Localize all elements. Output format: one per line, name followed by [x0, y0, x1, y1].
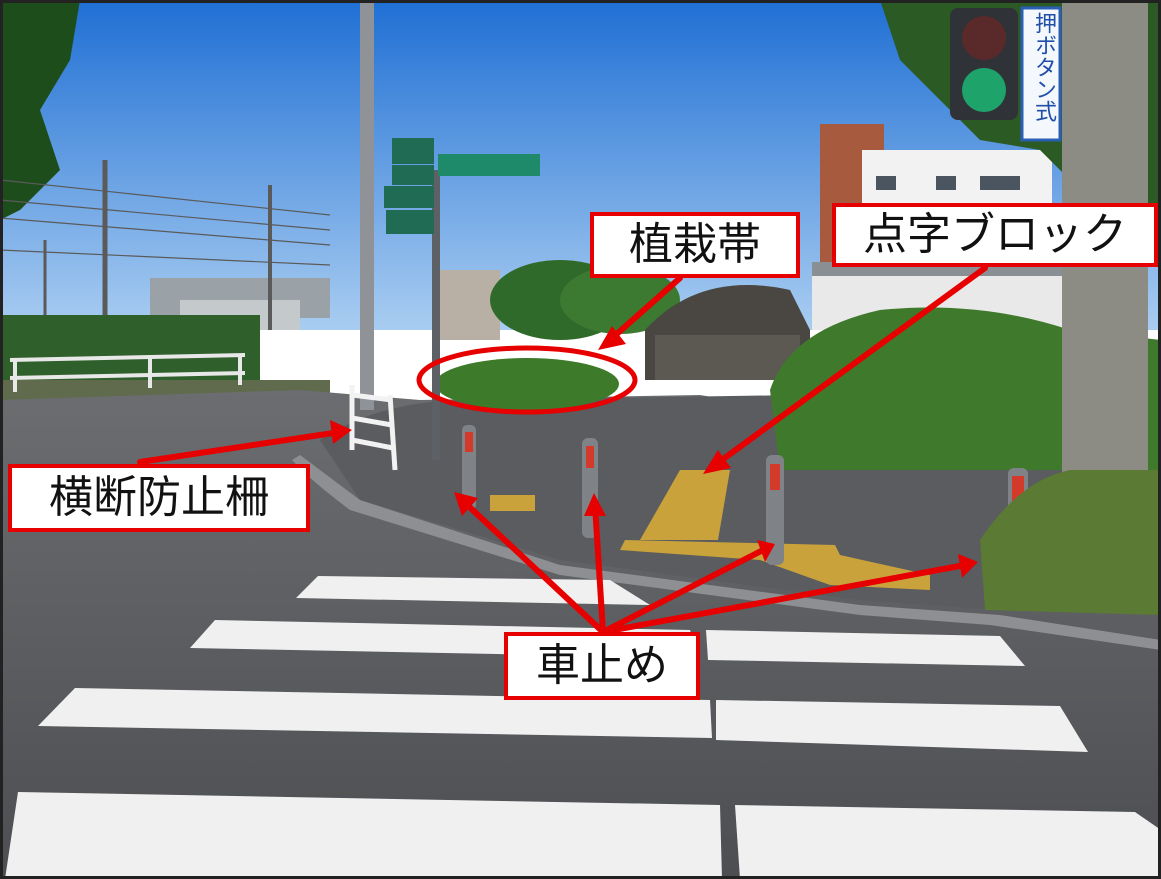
signal-plate-text: 押ボタン式 [1031, 12, 1056, 122]
roadside-grass [980, 470, 1161, 615]
planting-strip-highlight [416, 345, 638, 415]
lamp-pole [360, 0, 374, 410]
shelter [645, 285, 810, 380]
crosswalk [5, 576, 1161, 879]
crossing-fence-label: 横断防止柵 [8, 464, 310, 532]
direction-signs [384, 138, 540, 234]
bollard-label: 車止め [504, 632, 700, 700]
left-guardrail [9, 353, 246, 392]
planting-strip [435, 358, 619, 410]
crossing-fence [349, 385, 398, 471]
braille-block-label: 点字ブロック [832, 203, 1158, 267]
pedestrian-signal [950, 6, 1062, 142]
planting-strip-label: 植栽帯 [590, 212, 800, 278]
annotation-arrows [137, 265, 988, 635]
